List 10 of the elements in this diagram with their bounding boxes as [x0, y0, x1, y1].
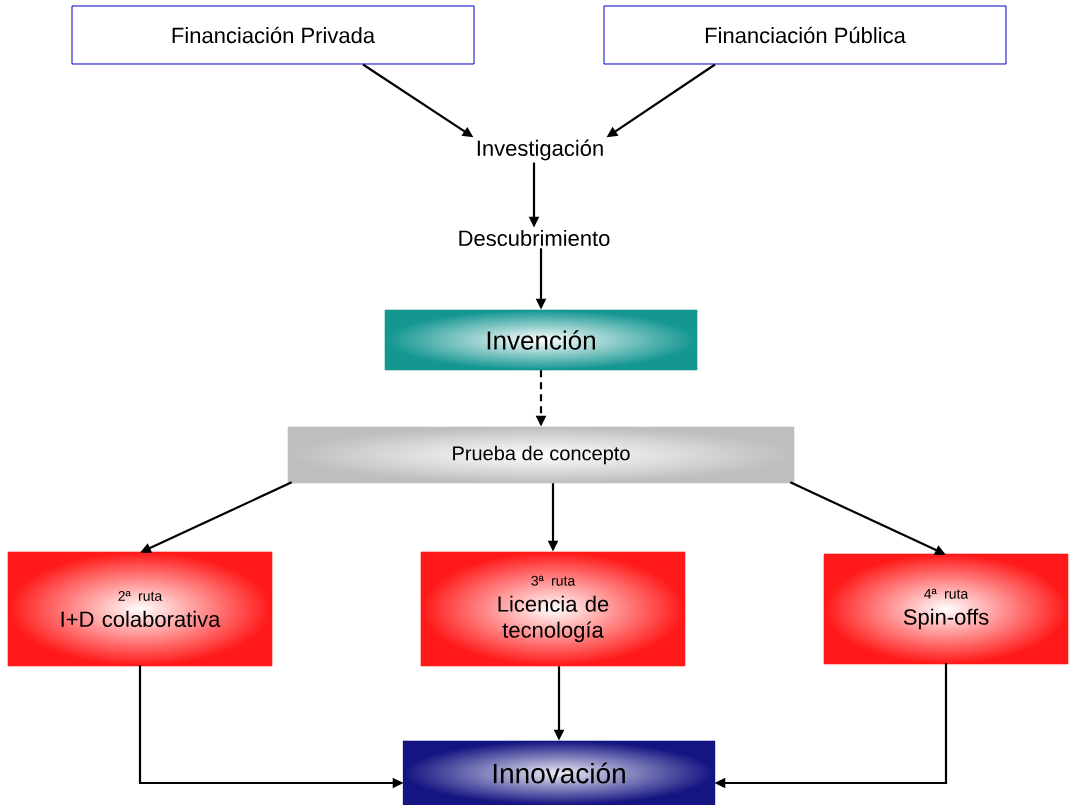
invention-box: Invención: [384, 309, 698, 371]
route-box: 4ª ruta Spin-offs: [823, 553, 1069, 665]
route-box: 2ª ruta I+D colaborativa: [7, 551, 273, 667]
funding-box: Financiación Privada: [71, 5, 475, 65]
step-label: Descubrimiento: [459, 229, 610, 247]
step-label: Investigación: [477, 139, 603, 161]
route-box: 3ª ruta Licencia de tecnología: [420, 551, 686, 667]
proof-of-concept-bar: Prueba de concepto: [287, 426, 795, 484]
innovation-box: Innovación: [402, 740, 716, 805]
funding-box: Financiación Pública: [603, 5, 1007, 65]
